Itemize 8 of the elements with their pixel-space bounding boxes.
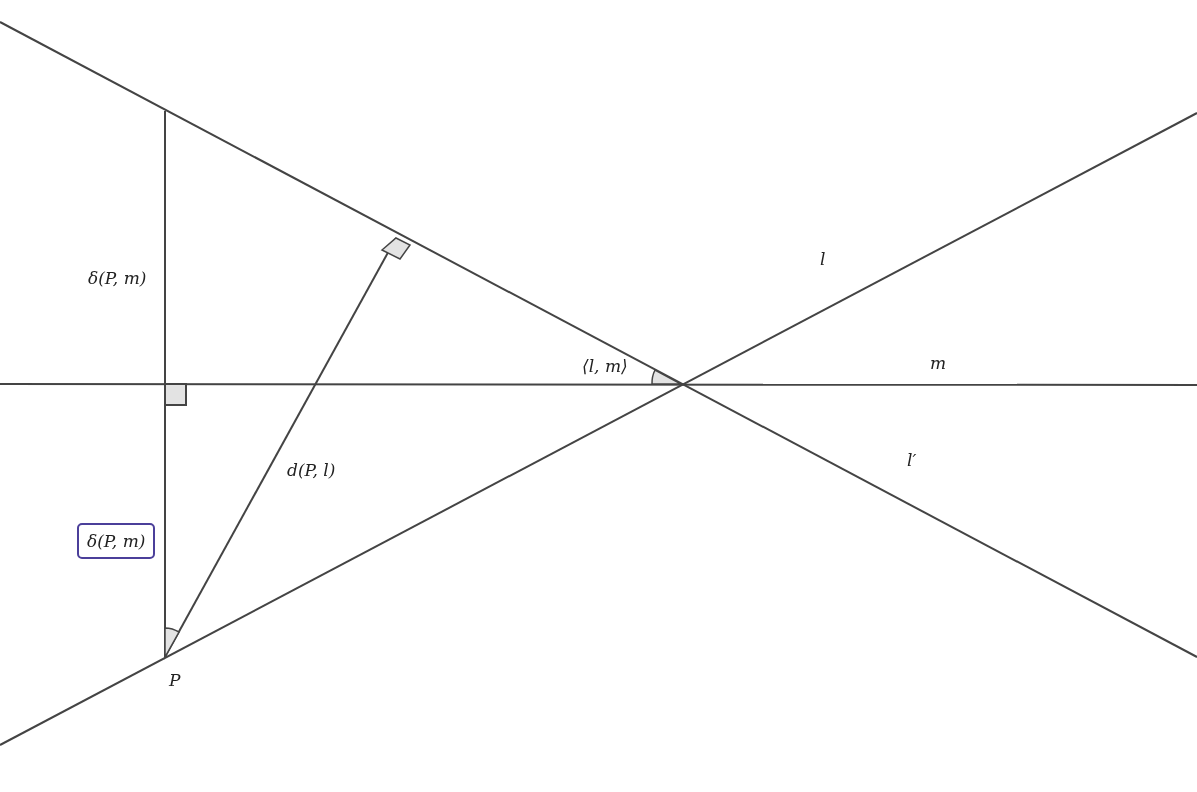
distance-label: d(P, l) — [287, 460, 336, 480]
distance-label: δ(P, m) — [88, 268, 147, 288]
point-label: P — [169, 670, 181, 690]
angle-label: ⟨l, m⟩ — [582, 356, 628, 376]
line-label: m — [930, 353, 947, 373]
line-label: l′ — [907, 450, 917, 470]
label-box: δ(P, m) — [77, 523, 156, 559]
line-label: l — [820, 249, 826, 269]
